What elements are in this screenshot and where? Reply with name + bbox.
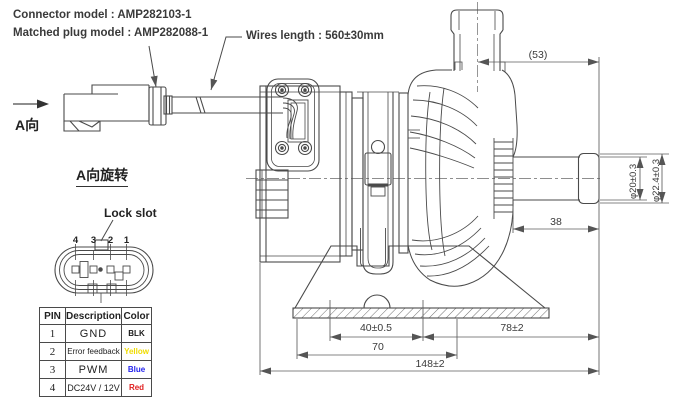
dimension-labels: (53) 38 φ20±0.3 φ22.4±0.3 40±0.5 78±2 70… <box>360 49 662 370</box>
motor-rib-clamp <box>255 169 289 219</box>
pin-number-1: 1 <box>124 235 130 246</box>
table-row: 4 DC24V / 12V Red <box>39 378 153 397</box>
desc-cell: Error feedback <box>64 342 123 361</box>
bracket-screws <box>274 82 313 156</box>
connector-face-view <box>54 239 154 303</box>
pin-number-2: 2 <box>108 235 113 246</box>
center-post <box>98 267 103 272</box>
dim-base-width: 70 <box>372 341 384 353</box>
key-slot <box>79 261 89 278</box>
table-row: 3 PWM Blue <box>39 360 153 379</box>
dim-outlet-barb-od: φ22.4±0.3 <box>651 159 662 202</box>
dim-mount-hole-spacing: 40±0.5 <box>360 322 392 334</box>
dim-outlet-length: 38 <box>550 216 562 228</box>
lock-slot-label: Lock slot <box>104 206 157 220</box>
connector-side-view <box>63 84 173 132</box>
dim-outlet-pipe-od: φ20±0.3 <box>628 164 639 199</box>
table-row: 2 Error feedback Yellow <box>39 342 153 361</box>
desc-cell: DC24V / 12V <box>64 378 123 397</box>
inlet-port <box>450 9 504 71</box>
matched-plug-model-label: Matched plug model : AMP282088-1 <box>13 27 209 39</box>
color-cell: BLK <box>121 324 153 343</box>
color-cell: Yellow <box>121 342 153 361</box>
sensor-component <box>364 139 392 197</box>
dimension-lines <box>259 57 669 375</box>
pin-tick-lines <box>75 244 127 303</box>
pin-table-header-row: PIN Description Color <box>39 307 153 325</box>
centerlines <box>246 2 602 179</box>
outlet-comb-ribs <box>493 138 514 219</box>
connector-model-label: Connector model : AMP282103-1 <box>13 9 192 21</box>
view-a-arrow-head <box>37 99 49 109</box>
base-bump <box>363 294 391 309</box>
terminal-bracket <box>266 78 320 172</box>
wires-length-label: Wires length : 560±30mm <box>246 30 384 42</box>
pin-number-3: 3 <box>91 235 96 246</box>
table-row: 1 GND BLK <box>39 324 153 343</box>
wire-conduit <box>172 96 298 140</box>
color-cell: Red <box>121 378 153 397</box>
dim-overall-length: 148±2 <box>415 358 444 370</box>
pin-table-header-desc: Description <box>64 307 123 325</box>
pin-cell: 3 <box>39 360 66 379</box>
lock-slot-tab <box>94 239 109 251</box>
dim-overall-top: (53) <box>529 49 548 61</box>
desc-cell: PWM <box>64 360 123 379</box>
color-cell: Blue <box>121 360 153 379</box>
dim-body-length: 78±2 <box>500 322 523 334</box>
pin-cell: 1 <box>39 324 66 343</box>
view-a-label: A向 <box>15 117 40 133</box>
pin-number-labels: 4 3 2 1 <box>73 235 130 246</box>
pin-table-header-pin: PIN <box>39 307 66 325</box>
view-a-rotation-label: A向旋转 <box>76 165 129 187</box>
pin-table-header-color: Color <box>121 307 153 325</box>
pump-volute <box>407 61 518 287</box>
pin-number-4: 4 <box>73 235 79 246</box>
connector-pins <box>71 261 131 294</box>
mounting-base <box>292 228 550 319</box>
pin-cell: 2 <box>39 342 66 361</box>
pin-cell: 4 <box>39 378 66 397</box>
desc-cell: GND <box>64 324 123 343</box>
leader-lines <box>13 36 242 242</box>
pin-table: PIN Description Color 1 GND BLK 2 Error … <box>39 307 153 397</box>
impeller-blades <box>409 85 490 277</box>
